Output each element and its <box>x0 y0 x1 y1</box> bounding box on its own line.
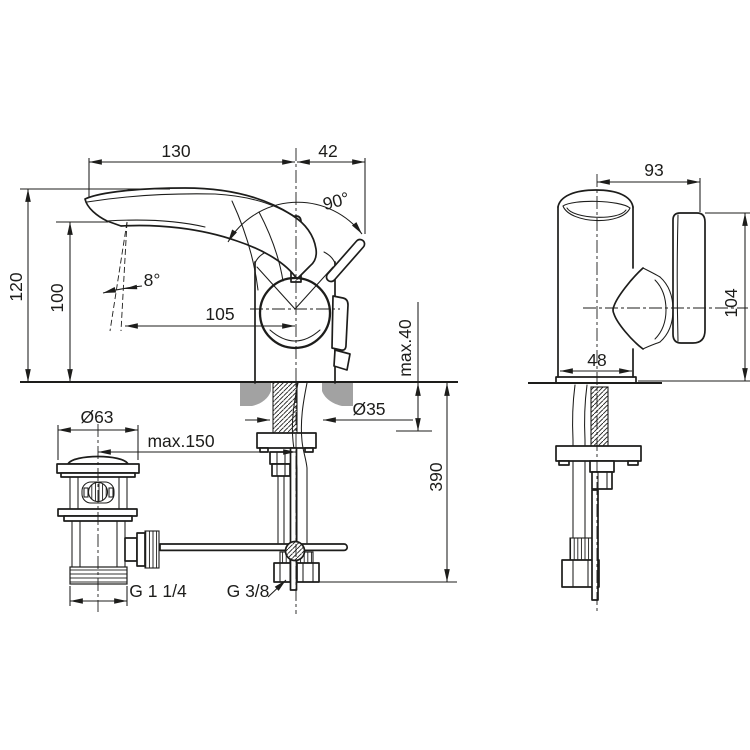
dim-rod-reach: max.150 <box>147 431 214 451</box>
lever-open-position <box>325 238 366 283</box>
threaded-shank <box>272 382 298 434</box>
mounting-nut-side <box>589 460 615 490</box>
spout-top-face <box>562 200 631 209</box>
deck-section-right <box>322 383 353 406</box>
threaded-stud-side <box>590 386 609 447</box>
mixer-side <box>555 189 706 384</box>
dimensions-waste: Ø63 max.150 G 1 1/4 G 3/8 <box>57 407 296 606</box>
dim-overall-height: 120 <box>6 272 26 301</box>
hose-end-side <box>561 537 600 588</box>
spout-outline <box>84 187 318 280</box>
mixer-front <box>84 187 366 384</box>
dim-waste-thread: G 1 1/4 <box>129 581 187 601</box>
side-view <box>528 189 706 601</box>
under-deck-connections-front <box>159 382 348 591</box>
ball-joint <box>250 266 340 350</box>
waste-lower-body <box>71 520 160 569</box>
dim-arc-8 <box>102 285 143 294</box>
pull-rod-front <box>289 447 298 591</box>
dim-connection-length: 390 <box>426 462 446 491</box>
front-view <box>20 187 458 591</box>
dim-leader-g38 <box>267 579 287 598</box>
rod-outlet-boss <box>124 537 138 562</box>
temperature-limiter-tab <box>331 295 351 371</box>
dimensions-side: 93 104 48 <box>560 160 750 382</box>
horizontal-lever-rod <box>159 543 348 552</box>
dim-lever-offset: 42 <box>318 141 337 161</box>
spout-lever-front <box>84 187 318 291</box>
dim-handle-reach: 93 <box>644 160 663 180</box>
dim-outlet-angle: 8° <box>144 270 161 290</box>
dimensions-front: 130 42 90° 8° 105 120 100 max.40 Ø35 390 <box>6 141 457 583</box>
dim-mounting-hole: Ø35 <box>352 399 385 419</box>
dim-lever-swing: 90° <box>321 188 352 214</box>
mounting-nut-front <box>269 451 293 544</box>
rod-knurled-nut <box>144 530 160 569</box>
pop-up-waste <box>56 455 160 585</box>
under-deck-connections-side <box>555 384 642 601</box>
dim-spout-reach: 130 <box>161 141 190 161</box>
dim-hose-thread: G 3/8 <box>227 581 270 601</box>
dim-arc-90 <box>227 201 363 243</box>
pull-rod-side <box>591 489 599 601</box>
waste-upper-body <box>69 476 128 510</box>
dim-waste-flange: Ø63 <box>80 407 113 427</box>
supply-hose-side <box>572 384 588 539</box>
deck-section-left <box>240 383 271 406</box>
pop-up-linkage <box>159 447 348 591</box>
body-top-dome <box>557 189 634 208</box>
dim-outlet-to-axis: 105 <box>205 304 234 324</box>
dim-outlet-height: 100 <box>47 283 67 312</box>
mounting-plate-front <box>256 432 317 453</box>
dim-max-deck-thickness: max.40 <box>395 319 415 377</box>
mounting-plate-side <box>555 445 642 466</box>
handle-side <box>672 212 706 344</box>
dim-body-depth: 48 <box>587 350 606 370</box>
handle-cone <box>612 267 674 350</box>
waste-thread-section <box>69 566 128 585</box>
mounting-deck-front <box>20 381 458 406</box>
dim-handle-height: 104 <box>721 288 741 317</box>
